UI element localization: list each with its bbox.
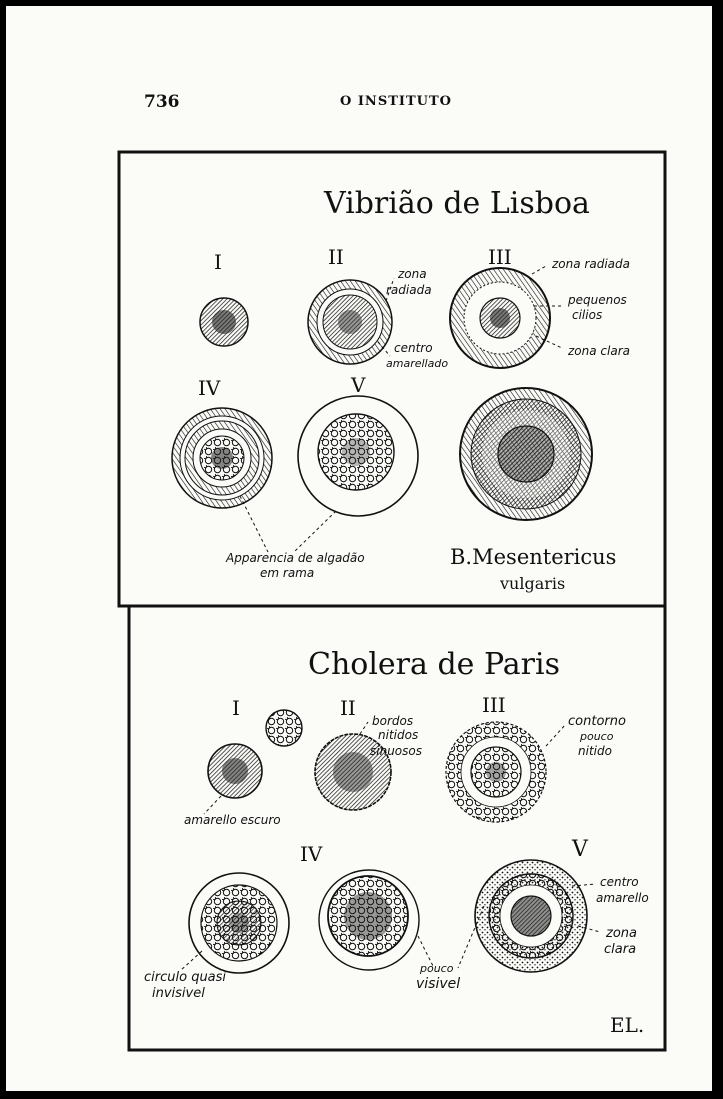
label-cilios: cilios — [572, 308, 602, 322]
top-numeral-5: V — [350, 373, 366, 397]
top-leader-lines — [239, 265, 563, 553]
bottom-numeral-3: III — [482, 693, 506, 717]
label-amarellado: amarellado — [386, 357, 448, 370]
label-b-mesentericus: B.Mesentericus — [450, 545, 616, 569]
artist-signature: EL. — [610, 1013, 644, 1037]
bottom-numeral-1: I — [232, 696, 240, 720]
label-bordos: bordos — [372, 714, 413, 728]
label-zona-2: zona — [605, 926, 637, 941]
journal-page: 736 O INSTITUTO Vibrião de Lisboa I II — [6, 6, 712, 1091]
label-pouco-2: pouco — [419, 962, 454, 975]
colony-bottom-1b — [207, 743, 263, 799]
label-zona: zona — [397, 267, 427, 281]
label-contorno: contorno — [568, 714, 626, 729]
colony-top-5 — [297, 395, 419, 517]
label-centro-2: centro — [600, 875, 639, 889]
bottom-numeral-2: II — [340, 696, 356, 720]
bottom-numeral-5: V — [571, 837, 589, 862]
label-radiada: radiada — [386, 283, 432, 297]
bottom-panel-frame — [127, 604, 667, 1052]
top-numeral-4: IV — [198, 376, 221, 400]
label-amarello: amarello — [596, 891, 649, 905]
label-vulgaris: vulgaris — [499, 574, 565, 593]
label-sinuosos: sinuosos — [370, 744, 422, 758]
top-numeral-3: III — [488, 245, 512, 269]
colony-bottom-2 — [314, 733, 392, 811]
top-numeral-1: I — [214, 250, 222, 274]
label-nitido: nitido — [578, 744, 612, 758]
colony-bottom-5 — [474, 859, 588, 973]
label-nitidos: nitidos — [378, 728, 418, 742]
label-clara: clara — [604, 942, 636, 957]
colony-top-4 — [171, 407, 273, 509]
label-circulo-quasi: circulo quasi — [144, 970, 226, 985]
label-zona-radiada: zona radiada — [551, 257, 630, 271]
label-apparencia: Apparencia de algadão — [225, 551, 365, 565]
label-em-rama: em rama — [260, 566, 314, 580]
label-centro: centro — [394, 341, 433, 355]
label-invisivel: invisivel — [152, 986, 205, 1001]
colony-top-1 — [199, 297, 249, 347]
bottom-numeral-4: IV — [300, 842, 323, 866]
label-amarello-escuro: amarello escuro — [184, 813, 281, 827]
colony-bottom-3 — [445, 721, 547, 823]
journal-title: O INSTITUTO — [340, 94, 452, 109]
label-zona-clara: zona clara — [567, 344, 630, 358]
bottom-leader-lines — [179, 721, 601, 972]
label-pouco: pouco — [579, 730, 614, 743]
illustration-plate: Vibrião de Lisboa I II III IV V — [117, 150, 667, 1052]
bottom-panel-title: Cholera de Paris — [308, 647, 560, 682]
colony-top-2 — [307, 279, 393, 365]
colony-bottom-4a — [188, 872, 290, 974]
colony-bottom-4b — [318, 869, 420, 971]
label-visivel: visivel — [416, 976, 460, 992]
top-panel-title: Vibrião de Lisboa — [323, 186, 590, 221]
label-pequenos: pequenos — [567, 293, 627, 307]
colony-bottom-1a — [265, 709, 303, 747]
top-numeral-2: II — [328, 245, 344, 269]
colony-top-3 — [449, 267, 551, 369]
colony-b-mesentericus — [459, 387, 593, 521]
page-number: 736 — [144, 92, 180, 112]
